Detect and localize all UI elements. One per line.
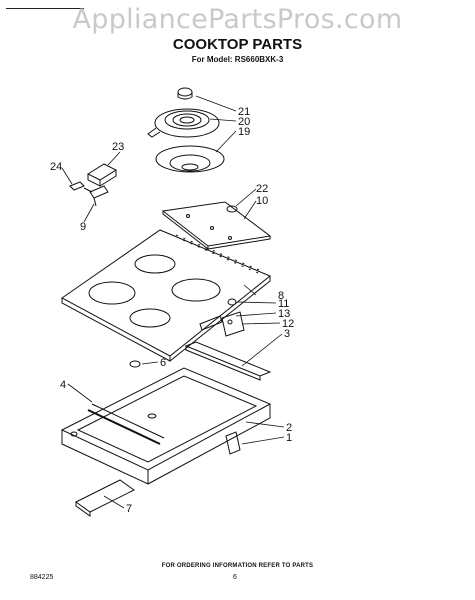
callout-3: 3 <box>284 328 290 340</box>
callout-23: 23 <box>112 141 124 153</box>
callout-20: 20 <box>238 116 250 128</box>
watermark: AppliancePartsPros.com <box>72 4 403 35</box>
callout-24: 24 <box>50 161 62 173</box>
bottom-panel <box>75 479 135 517</box>
callout-8: 8 <box>278 290 284 302</box>
callout-6: 6 <box>160 357 166 369</box>
bracket-strip <box>129 341 272 381</box>
ordering-note: FOR ORDERING INFORMATION REFER TO PARTS <box>161 563 314 569</box>
callout-11: 11 <box>278 298 289 310</box>
drip-bowl <box>155 145 225 173</box>
model-subtitle: For Model: RS660BXK-3 <box>191 55 284 64</box>
switch-assembly <box>199 298 245 337</box>
page-title: COOKTOP PARTS <box>172 36 303 53</box>
callout-2: 2 <box>286 422 292 434</box>
receptacle-assembly <box>69 163 118 207</box>
page-number: 6 <box>233 574 237 581</box>
callout-10: 10 <box>256 195 268 207</box>
callout-21: 21 <box>238 106 250 118</box>
control-panel-insert <box>161 201 272 250</box>
surface-element-assembly <box>147 87 220 138</box>
callout-19: 19 <box>238 126 250 138</box>
header-rule <box>6 8 84 9</box>
burner-box <box>60 367 272 485</box>
callout-12: 12 <box>282 318 294 330</box>
cooktop-top <box>61 229 271 362</box>
callouts: 21 20 19 23 24 9 22 10 8 11 13 12 3 6 4 … <box>50 106 294 515</box>
callout-22: 22 <box>256 183 268 195</box>
callout-7: 7 <box>126 503 132 515</box>
callout-9: 9 <box>80 221 86 233</box>
document-number: 884225 <box>30 574 54 581</box>
callout-4: 4 <box>60 379 66 391</box>
callout-13: 13 <box>278 308 290 320</box>
callout-1: 1 <box>286 432 292 444</box>
leader-lines <box>61 95 285 509</box>
